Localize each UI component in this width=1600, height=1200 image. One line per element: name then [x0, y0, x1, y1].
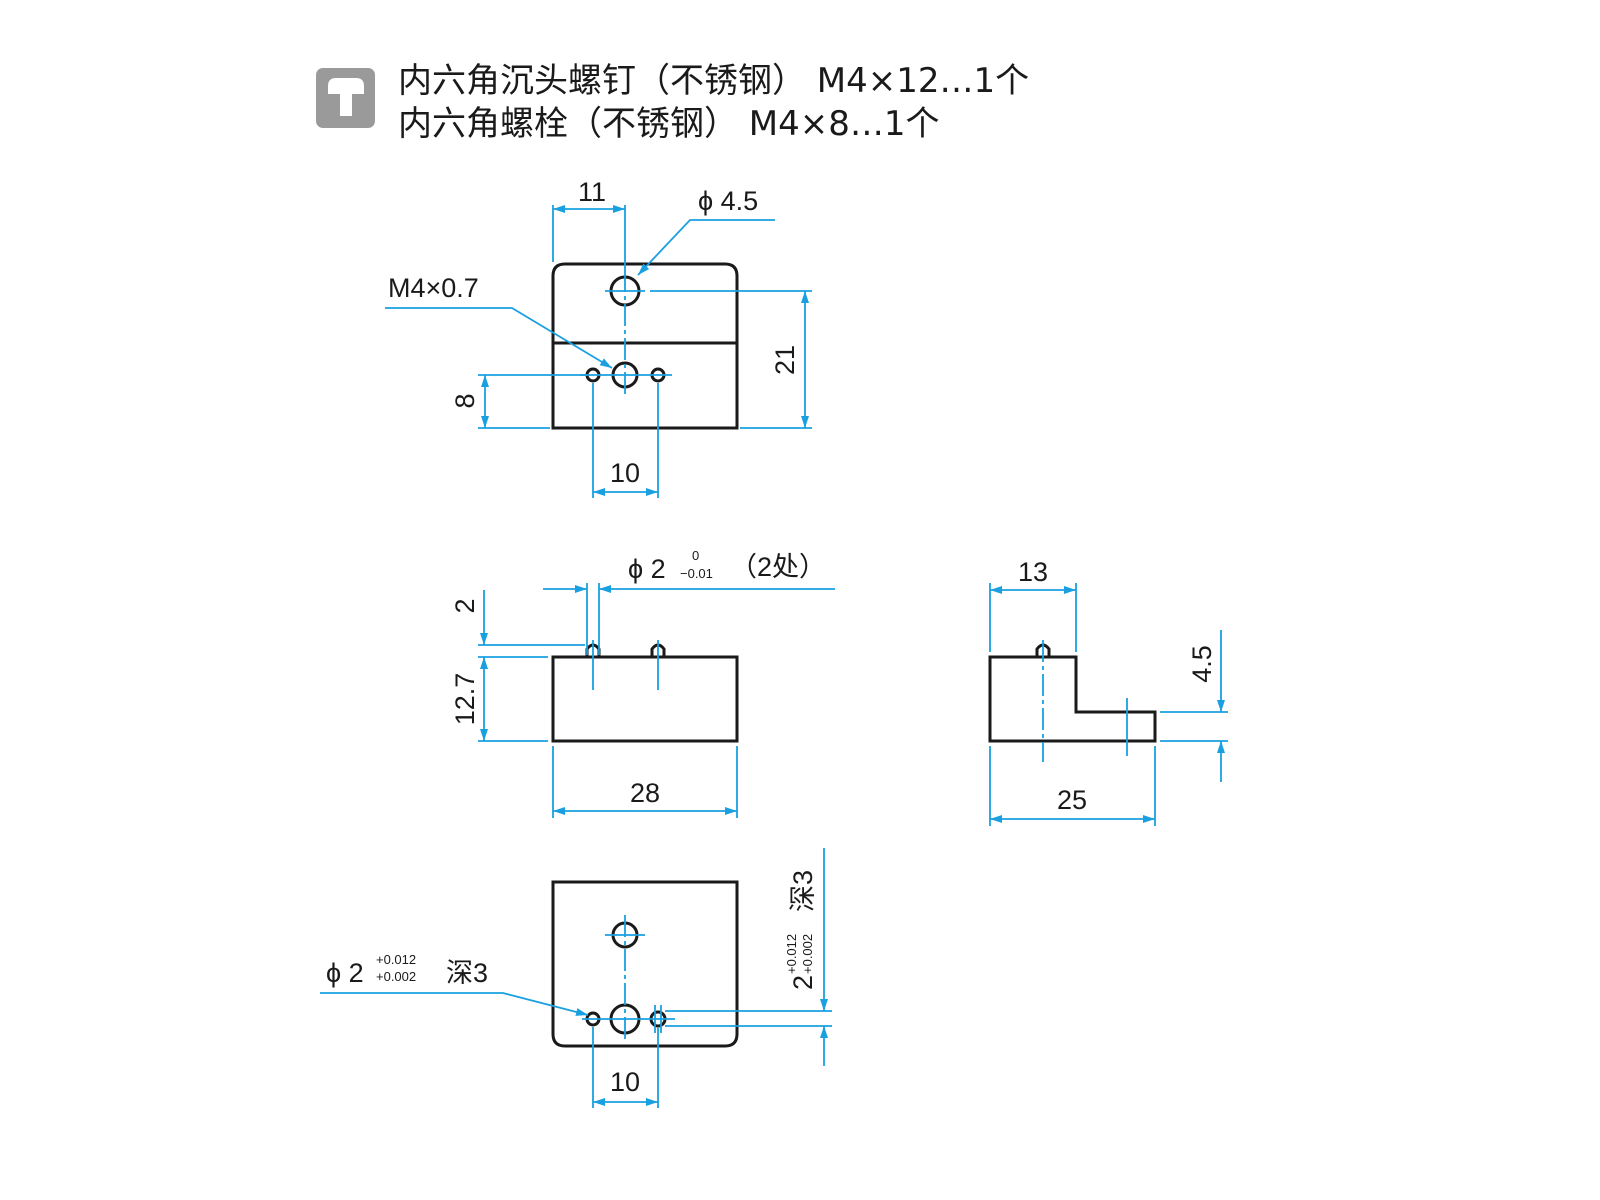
dim-thread: M4×0.7: [388, 273, 479, 303]
dim-hole-diameter: ϕ 4.5: [698, 186, 758, 216]
front-view: ϕ 2 0 −0.01 （2处） 2 12.7 28: [450, 548, 835, 818]
dim-25: 25: [1057, 785, 1087, 815]
dim-12-7: 12.7: [450, 673, 480, 726]
header-line-1: 内六角沉头螺钉（不锈钢） M4×12…1个: [398, 61, 1029, 101]
dim-pinhole-lower-tol: +0.002: [376, 969, 416, 984]
dim-side-upper-tol: +0.012: [784, 934, 799, 974]
dim-10-top: 10: [610, 458, 640, 488]
dim-side-tolerance: 2 +0.012 +0.002 深3: [784, 870, 818, 990]
dim-pinhole-diameter: ϕ 2: [326, 958, 364, 988]
dim-pinhole-depth: 深3: [446, 958, 488, 988]
dim-pin-lower-tol: −0.01: [680, 566, 713, 581]
dim-11: 11: [578, 177, 606, 207]
side-view: 13 4.5 25: [988, 557, 1228, 826]
top-view: 11 ϕ 4.5 M4×0.7 21 8 10: [385, 177, 812, 498]
dim-21: 21: [770, 345, 800, 375]
dim-side-depth: 深3: [788, 870, 818, 912]
dim-8: 8: [450, 393, 480, 408]
dim-2: 2: [450, 598, 480, 613]
dim-pin-diameter: ϕ 2: [628, 554, 666, 584]
dim-4-5: 4.5: [1187, 645, 1217, 683]
dim-side-value: 2: [788, 975, 818, 990]
dim-28: 28: [630, 778, 660, 808]
dim-10-bottom: 10: [610, 1067, 640, 1097]
dim-side-lower-tol: +0.002: [800, 934, 815, 974]
dim-13: 13: [1018, 557, 1048, 587]
dim-pinhole-upper-tol: +0.012: [376, 952, 416, 967]
bottom-view: ϕ 2 +0.012 +0.002 深3 2 +0.012 +0.002 深3 …: [320, 848, 832, 1108]
screw-icon: [316, 68, 375, 128]
header-line-2: 内六角螺栓（不锈钢） M4×8…1个: [398, 104, 940, 144]
dim-pin-upper-tol: 0: [692, 548, 699, 563]
dim-pin-count: （2处）: [730, 552, 826, 582]
